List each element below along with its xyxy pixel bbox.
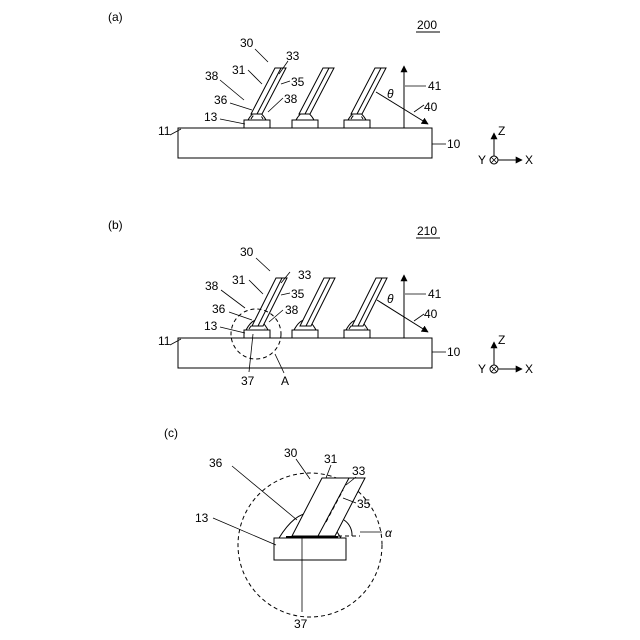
panel-a: (a) 200 [108, 10, 533, 167]
leader-40 [414, 105, 424, 112]
ref-35: 35 [291, 287, 305, 301]
ref-13: 13 [204, 319, 218, 333]
ref-37: 37 [294, 617, 308, 631]
panel-c-label: (c) [164, 426, 178, 440]
ref-33: 33 [352, 464, 366, 478]
leader-13 [220, 327, 245, 333]
ref-33: 33 [298, 268, 312, 282]
ref-A: A [281, 374, 289, 388]
ref-30: 30 [284, 446, 298, 460]
ref-41: 41 [428, 79, 442, 93]
leader-31 [249, 280, 263, 294]
ref-31: 31 [232, 273, 246, 287]
leader-40 [414, 314, 424, 321]
panel-a-label: (a) [108, 10, 123, 24]
pad-13 [244, 330, 270, 338]
ref-38: 38 [285, 303, 299, 317]
pad-13 [292, 120, 318, 128]
terminal-inner-line [357, 68, 381, 114]
axis-x-label: X [525, 362, 533, 376]
terminal-inner-line [358, 278, 382, 326]
terminal-inner-line [306, 278, 330, 326]
ref-13: 13 [195, 511, 209, 525]
leader-30 [255, 49, 268, 62]
angle-theta: θ [387, 87, 394, 101]
leader-13 [213, 518, 276, 545]
axes-indicator: Z Y X [478, 333, 533, 376]
substrate-10 [178, 338, 432, 368]
ref-38: 38 [205, 279, 219, 293]
ref-40: 40 [424, 100, 438, 114]
ref-10: 10 [447, 345, 461, 359]
leader-36 [229, 312, 252, 320]
pad-13 [244, 120, 270, 128]
angle-theta: θ [387, 292, 394, 306]
ref-30: 30 [240, 36, 254, 50]
panel-b: (b) 210 30 [108, 218, 533, 388]
pad-13 [344, 120, 370, 128]
vector-40 [377, 300, 428, 332]
terminal-30 [292, 478, 365, 536]
pad-13 [292, 330, 318, 338]
ref-36: 36 [212, 302, 226, 316]
ref-36: 36 [214, 93, 228, 107]
ref-41: 41 [428, 287, 442, 301]
pad-13 [344, 330, 370, 338]
leader-38-right [269, 310, 283, 322]
panel-b-label: (b) [108, 218, 123, 232]
ref-38: 38 [284, 92, 298, 106]
panel-c: (c) 36 30 31 33 35 13 α 37 [164, 426, 393, 631]
ref-10: 10 [447, 137, 461, 151]
axis-y-label: Y [478, 362, 486, 376]
axes-indicator: Z Y X [478, 124, 533, 167]
terminal-inner-line [305, 68, 329, 114]
leader-13 [220, 119, 245, 124]
pad-13 [274, 538, 346, 560]
ref-30: 30 [240, 245, 254, 259]
ref-38: 38 [205, 69, 219, 83]
ref-33: 33 [286, 49, 300, 63]
leader-35 [281, 81, 290, 84]
panel-a-fig-number: 200 [417, 18, 437, 32]
ref-36: 36 [209, 456, 223, 470]
leader-38-right [268, 98, 283, 112]
leader-36 [232, 466, 297, 520]
angle-alpha: α [385, 526, 393, 540]
panel-b-fig-number: 210 [417, 224, 437, 238]
ref-31: 31 [232, 63, 246, 77]
leader-30 [256, 258, 270, 271]
ref-35: 35 [291, 75, 305, 89]
ref-11: 11 [158, 124, 171, 138]
axis-y-label: Y [478, 153, 486, 167]
ref-13: 13 [204, 110, 218, 124]
axis-z-label: Z [498, 124, 505, 138]
leader-35 [281, 293, 290, 295]
leader-30 [296, 459, 310, 479]
angle-alpha-arc [344, 520, 352, 536]
ref-11: 11 [158, 334, 171, 348]
substrate-10 [178, 128, 432, 158]
ref-40: 40 [424, 307, 438, 321]
leader-31 [248, 70, 262, 84]
leader-36 [230, 103, 252, 110]
ref-37: 37 [241, 374, 255, 388]
terminal-inner-line [257, 68, 281, 114]
ref-31: 31 [324, 452, 338, 466]
axis-z-label: Z [498, 333, 505, 347]
terminal-inner-line [258, 278, 282, 326]
ref-35: 35 [357, 497, 371, 511]
axis-x-label: X [525, 153, 533, 167]
